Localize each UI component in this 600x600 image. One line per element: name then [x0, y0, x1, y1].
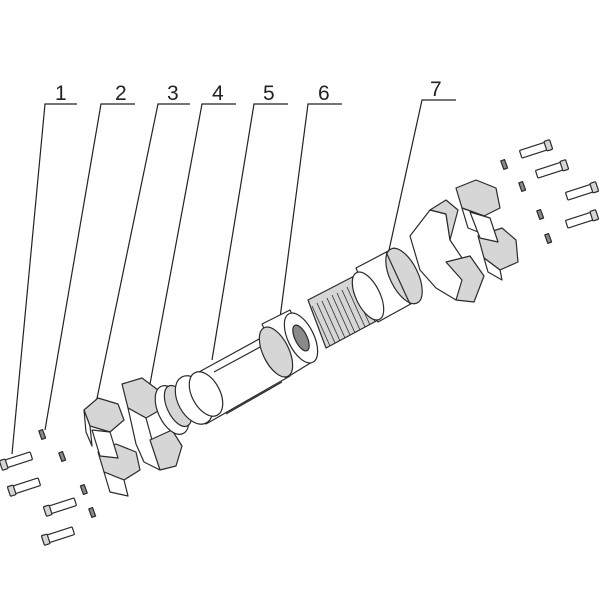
leader-line-5 [211, 103, 288, 361]
left-bolts [0, 451, 77, 546]
callout-group: 1 2 3 4 5 6 7 [11, 78, 456, 455]
slip-yoke [351, 247, 423, 323]
callout-number-5: 5 [263, 82, 275, 105]
right-pins [500, 158, 553, 244]
main-tube [174, 331, 291, 425]
leader-line-6 [279, 103, 342, 319]
callout-number-2: 2 [115, 82, 127, 105]
leader-line-7 [381, 99, 456, 283]
right-universal-joint [409, 179, 519, 303]
callout-number-6: 6 [318, 82, 330, 105]
callout-number-4: 4 [212, 82, 224, 105]
leader-line-2 [44, 103, 135, 431]
callout-number-1: 1 [55, 82, 67, 105]
seal-ring [258, 309, 319, 379]
callout-number-7: 7 [430, 78, 442, 101]
leader-line-3 [94, 103, 190, 409]
left-pins [38, 428, 97, 518]
leader-line-4 [149, 103, 236, 385]
leader-line-1 [11, 103, 77, 455]
right-bolts [519, 139, 600, 229]
callout-number-3: 3 [167, 82, 179, 105]
